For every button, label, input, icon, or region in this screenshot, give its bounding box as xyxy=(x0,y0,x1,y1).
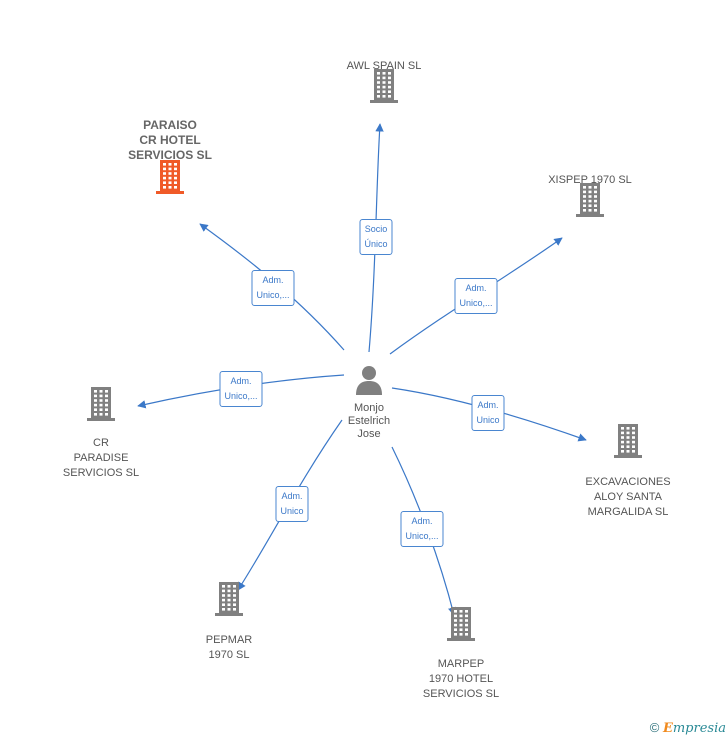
edge-label-excavaciones[interactable]: Adm. Unico xyxy=(471,395,505,431)
company-label-excavaciones[interactable]: EXCAVACIONES ALOY SANTA MARGALIDA SL xyxy=(585,476,671,518)
center-person[interactable] xyxy=(354,364,384,401)
building-icon[interactable] xyxy=(445,606,477,647)
company-label-xispep[interactable]: XISPEP 1970 SL xyxy=(548,174,632,186)
person-icon xyxy=(356,366,382,395)
building-icon[interactable] xyxy=(368,68,400,109)
edge-label-awl[interactable]: Socio Único xyxy=(359,219,393,255)
building-icon[interactable] xyxy=(154,159,186,200)
building-icon[interactable] xyxy=(213,581,245,622)
edge-label-marpep[interactable]: Adm. Unico,... xyxy=(400,511,444,547)
edge-label-xispep[interactable]: Adm. Unico,... xyxy=(454,278,498,314)
company-label-marpep[interactable]: MARPEP 1970 HOTEL SERVICIOS SL xyxy=(422,658,500,700)
company-label-crparadise[interactable]: CR PARADISE SERVICIOS SL xyxy=(62,437,140,479)
building-icon[interactable] xyxy=(612,423,644,464)
empresia-logo: Empresia xyxy=(662,721,726,736)
center-person-name: Monjo Estelrich Jose xyxy=(347,402,391,440)
company-label-pepmar[interactable]: PEPMAR 1970 SL xyxy=(205,634,253,661)
company-label-paraiso[interactable]: PARAISO CR HOTEL SERVICIOS SL xyxy=(128,118,212,162)
edge-label-pepmar[interactable]: Adm. Unico xyxy=(275,486,309,522)
copyright-symbol: © xyxy=(649,720,660,735)
footer-brand: © Empresia xyxy=(650,720,726,736)
building-icon[interactable] xyxy=(85,386,117,427)
building-icon[interactable] xyxy=(574,182,606,223)
company-label-awl[interactable]: AWL SPAIN SL xyxy=(346,60,422,72)
edge-label-crparadise[interactable]: Adm. Unico,... xyxy=(219,371,263,407)
edge-label-paraiso[interactable]: Adm. Unico,... xyxy=(251,270,295,306)
